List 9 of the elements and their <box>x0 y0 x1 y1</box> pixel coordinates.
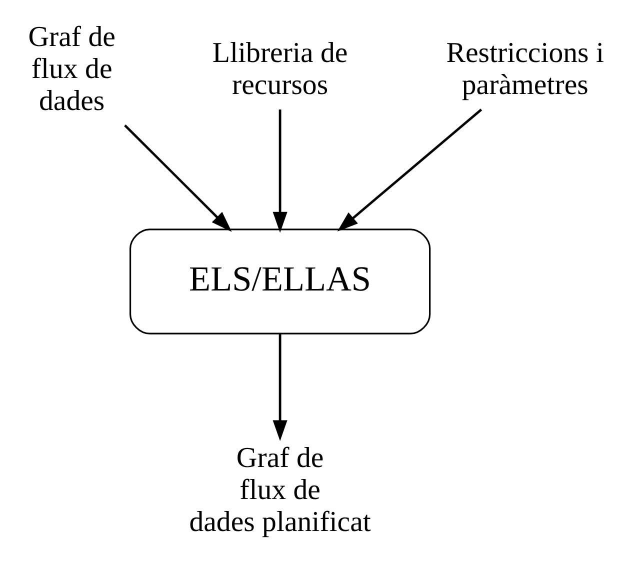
arrow <box>337 108 482 231</box>
node-box: ELS/ELLAS <box>130 228 431 334</box>
arrow <box>124 124 232 232</box>
arrow <box>272 333 288 441</box>
node-text: Graf de flux de dades planificat <box>189 442 371 538</box>
node-text: Llibreria de recursos <box>212 36 348 100</box>
node-text: Restriccions i paràmetres <box>446 36 604 100</box>
arrow <box>272 109 288 232</box>
node-text: Graf de flux de dades <box>28 20 116 116</box>
